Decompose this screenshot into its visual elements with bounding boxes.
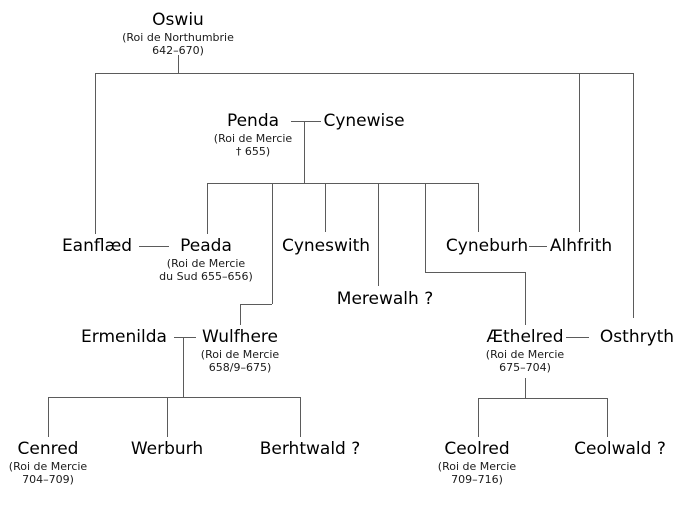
line-wulfhere-children [48,397,300,398]
drop-werburh [167,397,168,437]
person-subtitle-line1: (Roi de Mercie [213,132,293,145]
person-cyneburh: Cyneburh [446,236,528,257]
drop-cyneswith [325,183,326,232]
person-subtitle-line1: (Roi de Northumbrie [122,31,234,44]
line-penda-children [207,183,478,184]
drop-merewalh [378,183,379,286]
person-name: Cyneswith [281,236,371,256]
person-subtitle-line2: du Sud 655–656) [159,270,253,283]
stub-penda-children [304,121,305,183]
person-subtitle-line1: (Roi de Mercie [8,460,88,473]
person-name: Cynewise [323,111,405,131]
person-name: Cenred [17,439,79,459]
marriage-aethelred-osthryth [566,337,589,338]
person-ceolwald: Ceolwald ? [574,439,666,460]
drop-cenred [48,397,49,437]
person-alhfrith: Alhfrith [550,236,612,257]
marriage-cyneburh-alhfrith [529,246,547,247]
person-name: Wulfhere [201,327,278,347]
drop-alhfrith [579,73,580,232]
person-osthryth: Osthryth [600,327,674,348]
drop-peada [207,183,208,234]
person-penda: Penda (Roi de Mercie † 655) [214,111,292,158]
drop-cyneburh [478,183,479,232]
marriage-penda-cynewise [291,121,321,122]
drop-wulfhere [240,304,241,325]
jog-wulfhere-down [272,183,273,304]
person-name: Cyneburh [445,236,529,256]
person-subtitle-line1: (Roi de Mercie [437,460,517,473]
person-ermenilda: Ermenilda [81,327,167,348]
person-name: Eanflæd [61,236,133,256]
person-name: Alhfrith [549,236,613,256]
person-peada: Peada (Roi de Mercie du Sud 655–656) [159,236,253,283]
drop-aethelred [525,272,526,325]
drop-eanflaed [95,73,96,234]
person-name: Merewalh ? [336,289,434,309]
stub-oswiu-down [178,55,179,73]
person-cenred: Cenred (Roi de Mercie 704–709) [9,439,87,486]
line-aethelred-children [478,398,607,399]
person-name: Peada [180,236,232,256]
person-wulfhere: Wulfhere (Roi de Mercie 658/9–675) [201,327,279,374]
stub-wulfhere-children [183,337,184,397]
person-name: Æthelred [486,327,564,347]
person-aethelred: Æthelred (Roi de Mercie 675–704) [486,327,564,374]
person-subtitle-line2: † 655) [235,145,271,158]
drop-osthryth [633,73,634,318]
person-name: Ceolred [444,439,510,459]
person-subtitle-line2: 709–716) [451,473,503,486]
stub-aethelred-children [525,378,526,398]
person-subtitle-line2: 642–670) [152,44,204,57]
marriage-eanflaed-peada [139,246,169,247]
person-subtitle-line2: 704–709) [22,473,74,486]
person-subtitle-line2: 658/9–675) [208,361,272,374]
person-name: Oswiu [152,10,204,30]
person-oswiu: Oswiu (Roi de Northumbrie 642–670) [122,10,234,57]
drop-berhtwald [300,397,301,437]
person-subtitle-line2: 675–704) [499,361,551,374]
person-name: Ermenilda [81,327,167,347]
drop-ceolred [478,398,479,437]
person-eanflaed: Eanflæd [62,236,132,257]
person-name: Ceolwald ? [574,439,666,459]
person-subtitle-line1: (Roi de Mercie [200,348,280,361]
person-subtitle-line1: (Roi de Mercie [166,257,246,270]
person-name: Berhtwald ? [259,439,361,459]
person-merewalh: Merewalh ? [337,289,433,310]
person-berhtwald: Berhtwald ? [260,439,361,460]
jog-aethelred-across [425,272,525,273]
person-name: Penda [226,111,280,131]
person-cynewise: Cynewise [323,111,404,132]
jog-wulfhere-across [240,304,272,305]
person-werburh: Werburh [131,439,203,460]
person-cyneswith: Cyneswith [282,236,370,257]
person-subtitle-line1: (Roi de Mercie [485,348,565,361]
drop-ceolwald [607,398,608,437]
person-ceolred: Ceolred (Roi de Mercie 709–716) [438,439,516,486]
person-name: Osthryth [599,327,675,347]
jog-aethelred-down [425,183,426,272]
person-name: Werburh [130,439,204,459]
marriage-ermenilda-wulfhere [174,337,196,338]
line-oswiu-children [95,73,634,74]
